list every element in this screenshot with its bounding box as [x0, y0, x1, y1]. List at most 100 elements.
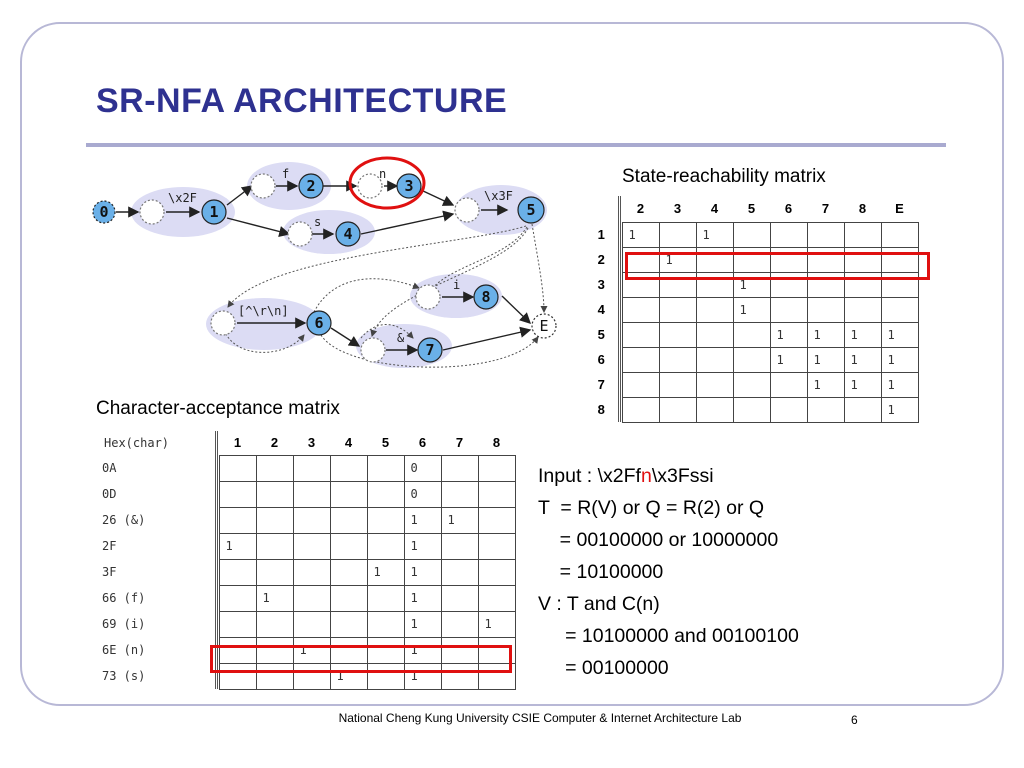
cam-cell: 1 [366, 558, 405, 586]
cam-cell [366, 636, 405, 664]
srm-col-header: 6 [784, 201, 793, 217]
nfa-node-2 [298, 173, 324, 199]
srm-cell: 1 [880, 321, 919, 348]
calc-line: = 00100000 [538, 657, 669, 679]
cam-col-header: 4 [344, 435, 353, 451]
node-label: 4 [343, 225, 352, 243]
cam-cell [292, 584, 331, 612]
cam-hex-header: Hex(char) [104, 436, 170, 450]
cam-cell [255, 610, 294, 638]
highlight-circle [348, 156, 426, 210]
cam-row-label: 0D [102, 487, 117, 501]
cam-row-label: 73 (s) [102, 669, 146, 683]
calc-line: = 10100000 and 00100100 [538, 625, 799, 647]
srm-separator [617, 222, 622, 247]
cam-cell [329, 480, 368, 508]
cam-cell: 1 [440, 506, 479, 534]
cam-cell [292, 506, 331, 534]
group-ellipse [206, 298, 322, 350]
cam-cell [218, 558, 257, 586]
srm-col-header: 2 [636, 201, 645, 217]
cam-separator [214, 533, 219, 559]
srm-cell [843, 396, 882, 423]
cam-cell [329, 584, 368, 612]
nfa-node-4 [335, 221, 361, 247]
cam-cell [218, 662, 257, 690]
srm-cell [806, 296, 845, 323]
srm-separator [617, 347, 622, 372]
cam-cell: 1 [403, 584, 442, 612]
srm-separator [617, 196, 622, 222]
nfa-diagram: 0 1 2 3 4 5 6 7 8 E \x2F f n s \x3F [^\r… [92, 156, 557, 368]
cam-cell [218, 454, 257, 482]
cam-cell [329, 454, 368, 482]
srm-cell: 1 [843, 371, 882, 398]
cam-cell [366, 454, 405, 482]
cam-col-header: 3 [307, 435, 316, 451]
srm-separator [617, 247, 622, 272]
srm-cell [621, 321, 660, 348]
srm-cell: 1 [732, 296, 771, 323]
node-label: E [539, 317, 548, 335]
calc-line: = 10100000 [538, 561, 664, 583]
cam-cell: 1 [329, 662, 368, 690]
srm-row-label: 7 [597, 377, 605, 392]
cam-row-label: 26 (&) [102, 513, 146, 527]
srm-cell [769, 296, 808, 323]
cam-cell [477, 480, 516, 508]
cam-cell [292, 610, 331, 638]
srm-separator [617, 272, 622, 297]
edge-label: s [314, 215, 321, 229]
srm-cell [769, 396, 808, 423]
srm-row-label: 1 [597, 227, 605, 242]
node-label: 6 [314, 314, 323, 332]
cam-cell [477, 532, 516, 560]
cam-cell [366, 532, 405, 560]
cam-separator [214, 481, 219, 507]
cam-cell [255, 506, 294, 534]
cam-cell: 1 [403, 532, 442, 560]
nfa-node-3 [396, 173, 422, 199]
cam-col-header: 7 [455, 435, 464, 451]
input-suffix: \x3Fssi [651, 465, 714, 487]
srm-cell [658, 396, 697, 423]
srm-cell [806, 396, 845, 423]
srm-cell [732, 221, 771, 248]
cam-cell [440, 454, 479, 482]
srm-col-header: 4 [710, 201, 719, 217]
srm-cell: 1 [880, 396, 919, 423]
srm-cell [695, 396, 734, 423]
srm-cell: 1 [843, 346, 882, 373]
nfa-node-8 [473, 284, 499, 310]
cam-cell [366, 610, 405, 638]
cam-cell [440, 662, 479, 690]
edge-label: n [379, 167, 386, 181]
srm-cell [843, 246, 882, 273]
srm-cell [732, 346, 771, 373]
cam-cell [477, 584, 516, 612]
cam-cell [440, 584, 479, 612]
cam-cell [292, 558, 331, 586]
nfa-node-hidden [250, 173, 276, 199]
edge-label: [^\r\n] [238, 304, 289, 318]
srm-row-label: 8 [597, 402, 605, 417]
cam-row-label: 66 (f) [102, 591, 146, 605]
srm-cell [695, 321, 734, 348]
srm-cell: 1 [806, 346, 845, 373]
cam-cell [366, 506, 405, 534]
cam-col-header: 5 [381, 435, 390, 451]
nfa-node-hidden [210, 310, 236, 336]
srm-row-label: 4 [597, 302, 605, 317]
cam-cell [292, 662, 331, 690]
cam-separator [214, 455, 219, 481]
cam-cell [255, 480, 294, 508]
nfa-node-hidden [357, 173, 383, 199]
